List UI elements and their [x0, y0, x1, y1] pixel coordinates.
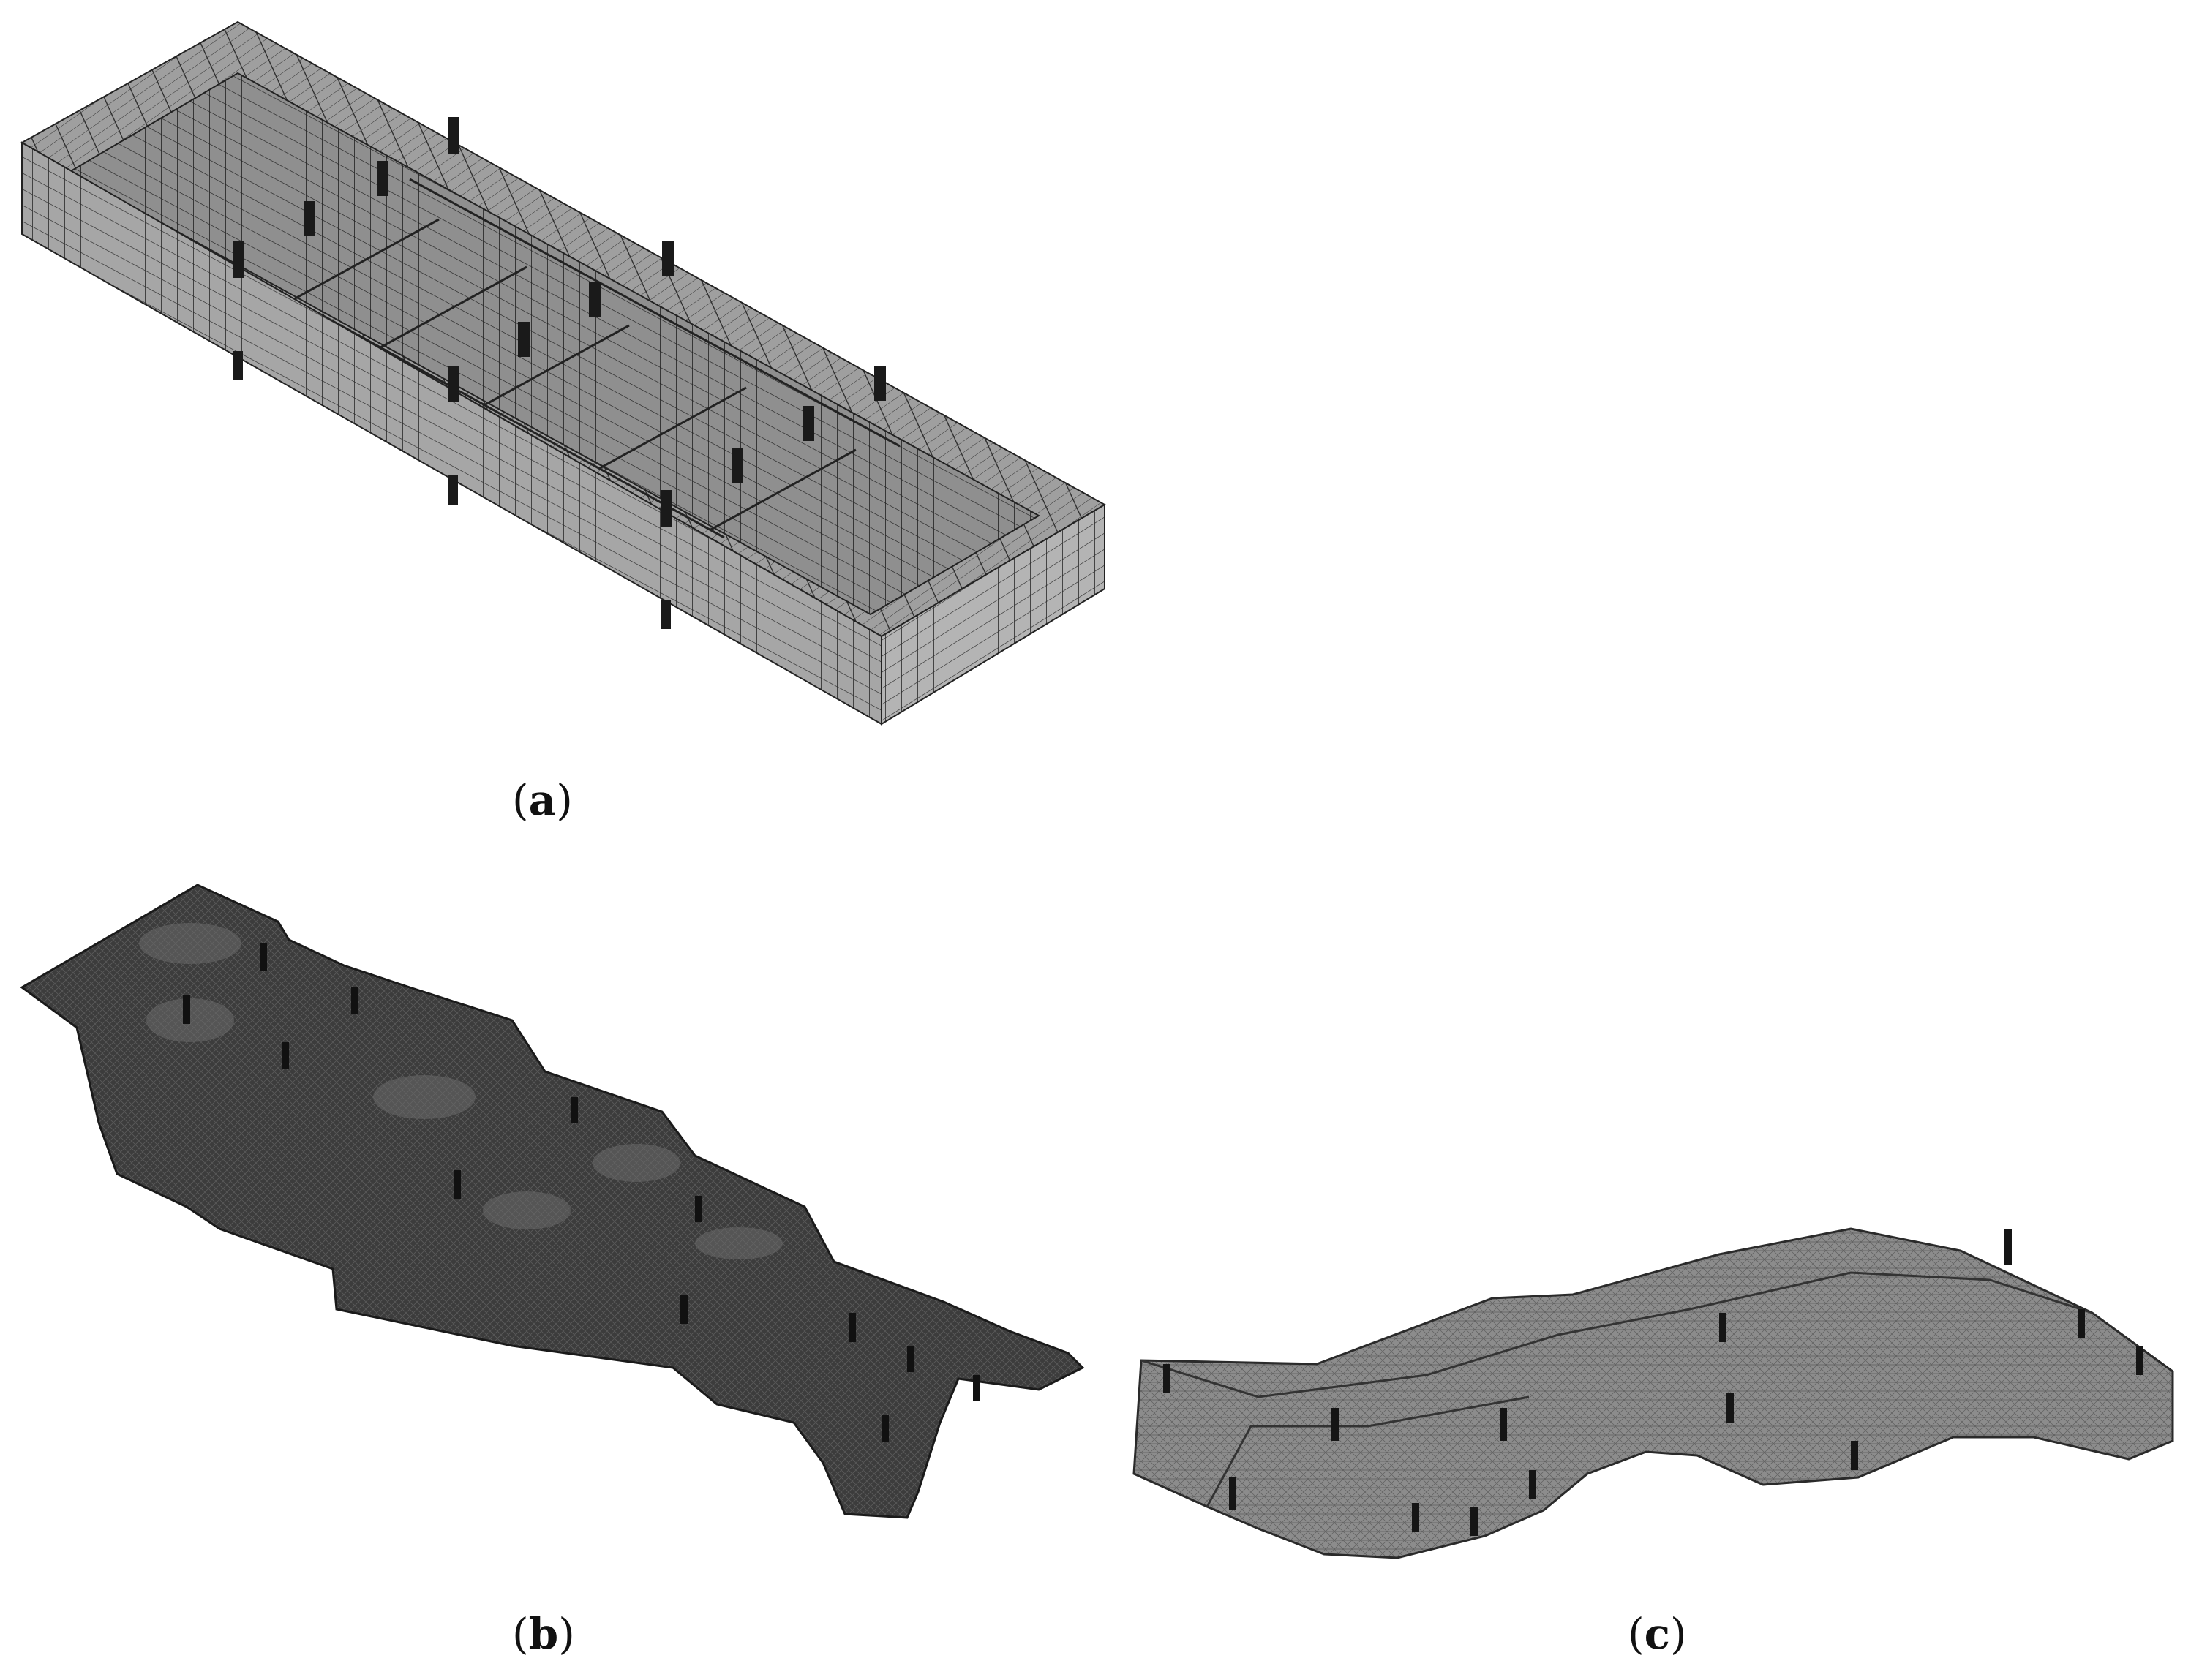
panel-c-rail-mesh [1119, 1185, 2191, 1594]
caption-b: (b) [512, 1609, 575, 1659]
rail-mesh-figure [1132, 1227, 2174, 1559]
caption-a: (a) [512, 775, 573, 825]
support-posts [233, 117, 886, 629]
floor-surface-patches [139, 923, 783, 1259]
rail-inner-edges [1140, 1271, 2093, 1507]
floor-posts [183, 943, 980, 1442]
panel-a-box-mesh [0, 0, 1170, 746]
rail-posts [1163, 1229, 2143, 1536]
box-mesh-figure [20, 20, 1107, 726]
floor-mesh-figure [20, 884, 1085, 1519]
box-side-face [881, 503, 1105, 726]
panel-b-floor-mesh [0, 863, 1112, 1594]
rail-body [1132, 1227, 2174, 1559]
caption-c: (c) [1628, 1609, 1687, 1659]
